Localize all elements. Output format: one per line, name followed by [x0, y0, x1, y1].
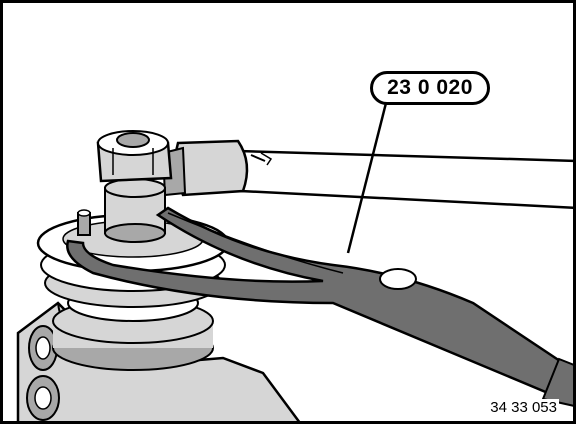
callout-leader-line — [346, 102, 388, 254]
tool-number-callout: 23 0 020 — [370, 71, 490, 105]
technical-illustration — [16, 102, 573, 421]
special-tool-spanner — [66, 206, 573, 407]
wrench-head — [161, 139, 249, 197]
torque-wrench-handle — [236, 149, 573, 209]
shaft-and-nut — [77, 130, 173, 243]
figure-reference-number: 34 33 053 — [488, 399, 559, 416]
